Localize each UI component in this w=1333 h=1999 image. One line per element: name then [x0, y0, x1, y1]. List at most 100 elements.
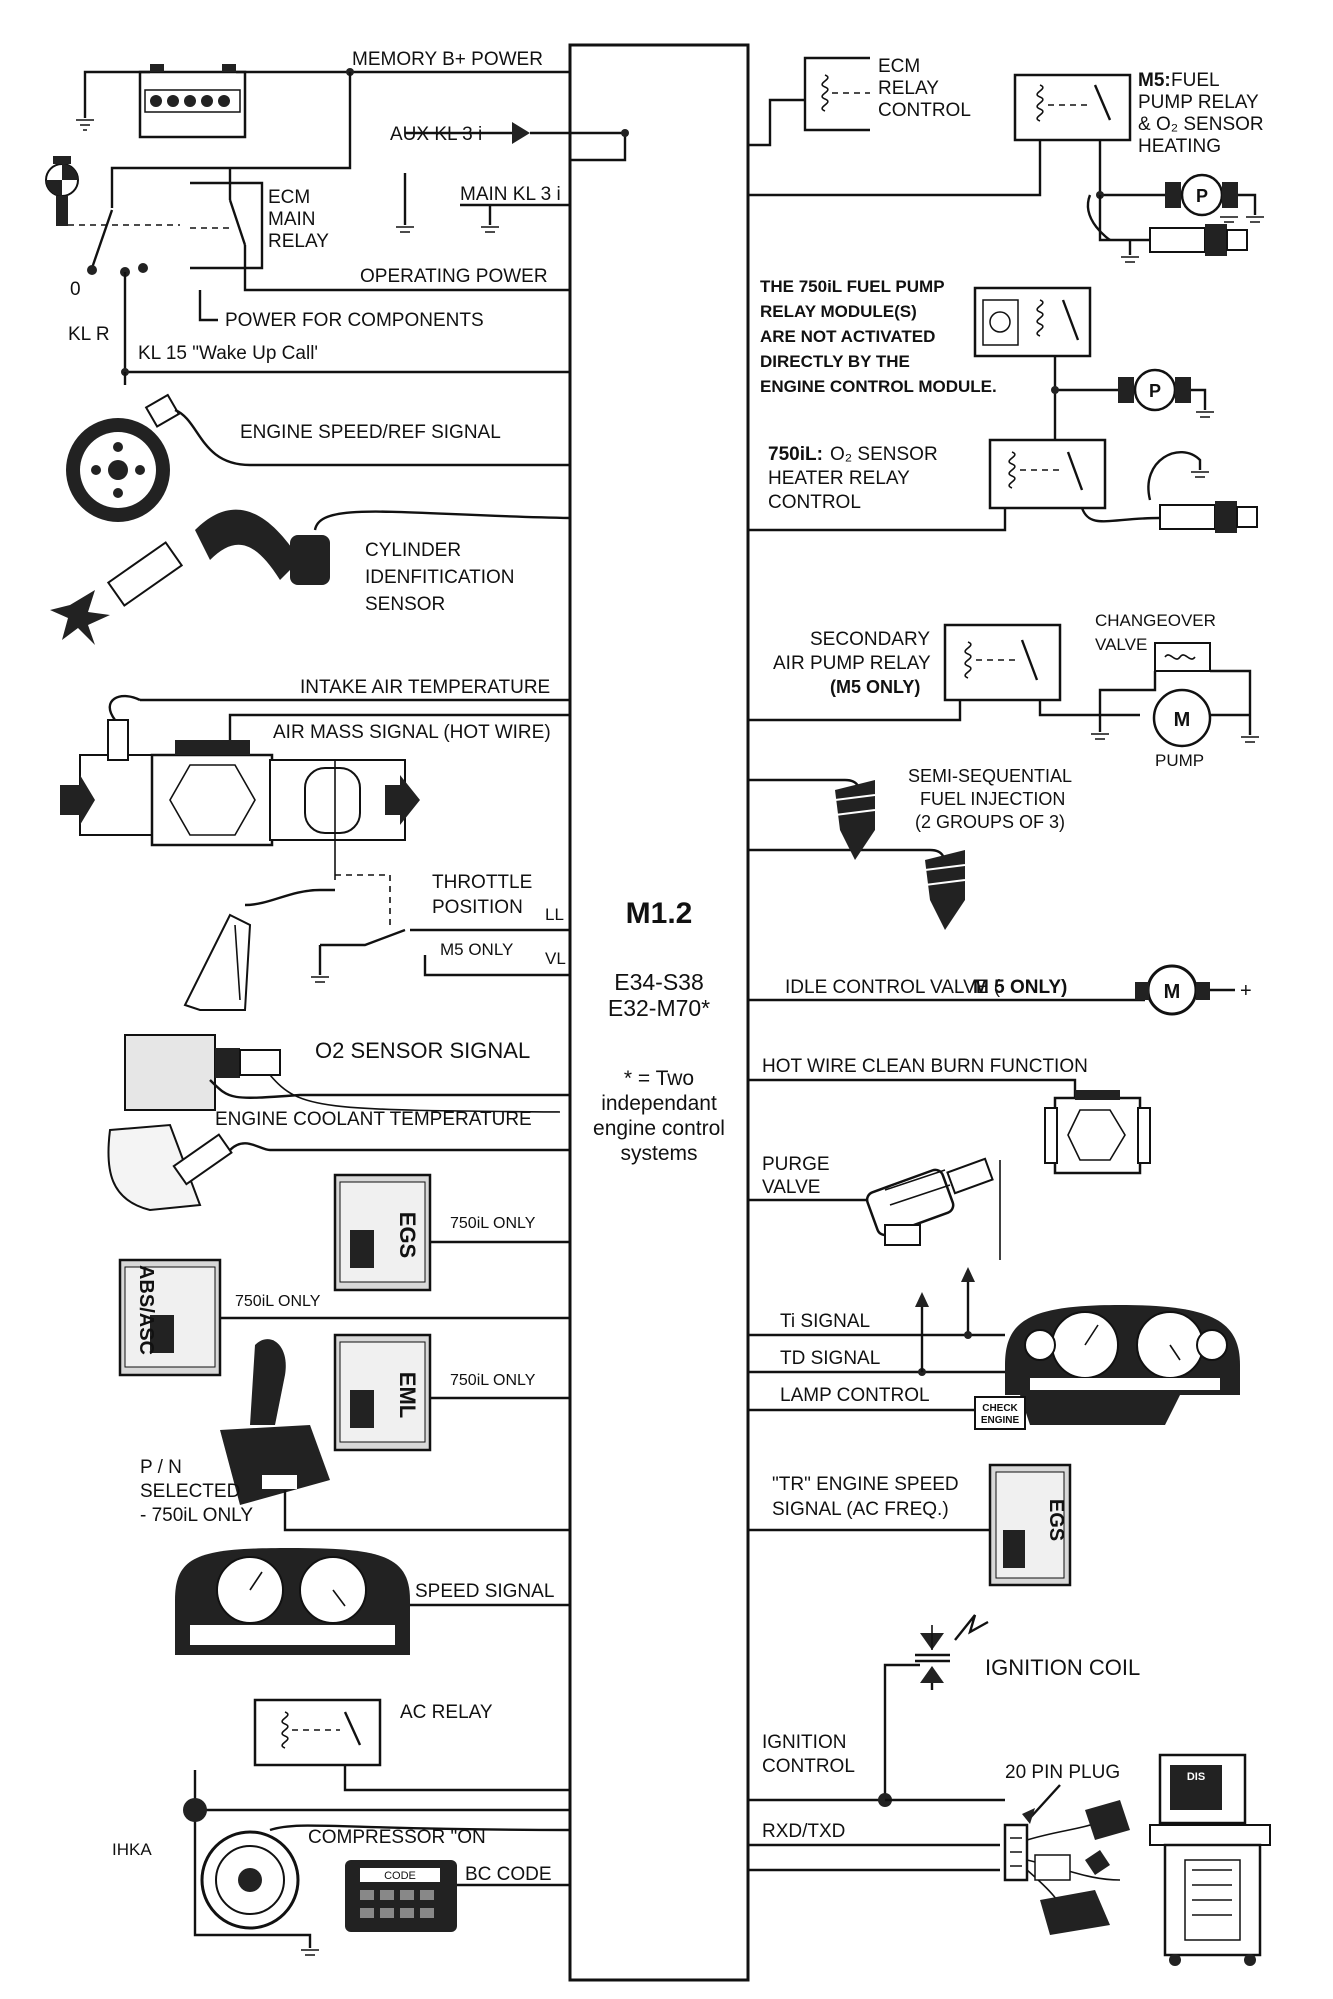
ecm-relay-label-3: CONTROL: [878, 100, 971, 121]
o2-sensor-icon: [124, 1034, 281, 1111]
fuel-pump-icon: [1165, 173, 1238, 217]
fuel-note-1: THE 750iL FUEL PUMP: [760, 277, 945, 296]
secondary-air-label-2: AIR PUMP RELAY: [773, 653, 931, 674]
check-engine-label-2: ENGINE: [981, 1415, 1020, 1426]
ecm-note-3: engine control: [593, 1117, 725, 1140]
coolant-wire: [229, 1142, 570, 1152]
egs-right-label: EGS: [1045, 1499, 1067, 1541]
purge-label-2: VALVE: [762, 1177, 820, 1198]
cyl-id-label-1: CYLINDER: [365, 540, 461, 561]
ac-relay-wire: [343, 1765, 570, 1792]
injection-label-2: FUEL INJECTION: [920, 789, 1065, 809]
compressor-wire: [269, 1824, 571, 1832]
ground-icon: [1246, 216, 1264, 223]
ecm-relay-label-1: ECM: [878, 56, 920, 77]
aux-arrow-icon: [512, 122, 530, 144]
ti-arrow-icon: [915, 1292, 929, 1307]
purge-label-1: PURGE: [762, 1154, 830, 1175]
m5-only-label: M5 ONLY: [440, 940, 513, 959]
egs-left-label: EGS: [395, 1212, 420, 1258]
o2-heater-lead-wire: [1080, 507, 1161, 523]
flywheel-sensor-icon: [66, 393, 181, 522]
ecm-note-1: * = Two: [624, 1067, 694, 1090]
injection-wire-2: [748, 848, 947, 871]
bc-code-keypad-icon: [345, 1860, 457, 1932]
operating-power-wire: [228, 168, 570, 292]
air-pump-motor-icon: [1152, 688, 1212, 748]
o2-heater-sensor-icon: [1159, 501, 1258, 533]
pin-plug-label: 20 PIN PLUG: [1005, 1762, 1120, 1783]
air-pump-motor-symbol: M: [1174, 709, 1191, 731]
750-fuel-pump-relay-icon: [973, 286, 1092, 358]
intake-air-label: INTAKE AIR TEMPERATURE: [300, 677, 550, 698]
idle-valve-motor-icon: [1135, 964, 1210, 1016]
eml-label: EML: [395, 1372, 420, 1418]
ground-icon: [1241, 736, 1259, 743]
abs-asc-label: ABS/ASC: [135, 1265, 157, 1355]
ll-label: LL: [545, 905, 564, 924]
750-fuel-pump-wire: [1053, 356, 1118, 440]
m5-fuel-pump-relay-icon: [1013, 73, 1132, 142]
fuel-pump-symbol: P: [1196, 186, 1208, 206]
hot-wire-clean-label: HOT WIRE CLEAN BURN FUNCTION: [762, 1056, 1088, 1077]
ecm-relay-icon: [803, 56, 870, 132]
junction-dot: [964, 1331, 972, 1339]
cylinder-id-wire: [313, 510, 571, 531]
ecm-note-2: independant: [601, 1092, 717, 1115]
td-signal-label: TD SIGNAL: [780, 1348, 880, 1369]
aux-kl-label: AUX KL 3 i: [390, 124, 482, 145]
switch-zero-label: 0: [70, 279, 81, 300]
air-mass-meter-icon: [60, 694, 420, 847]
kl-r-label: KL R: [68, 324, 110, 345]
secondary-air-label-3: (M5 ONLY): [830, 677, 920, 697]
m5-fuel-label-3: & O₂ SENSOR: [1138, 114, 1264, 135]
m5-fuel-label-4: HEATING: [1138, 136, 1221, 157]
aux-kl-wire: [530, 131, 627, 162]
changeover-feed: [1098, 671, 1157, 715]
purge-valve-icon: [865, 1157, 994, 1246]
ecm-relay-label-2: RELAY: [878, 78, 939, 99]
speed-signal-label: SPEED SIGNAL: [415, 1581, 554, 1602]
idle-motor-symbol: M: [1164, 981, 1181, 1003]
dis-label: DIS: [1187, 1771, 1205, 1783]
air-mass-label: AIR MASS SIGNAL (HOT WIRE): [273, 722, 551, 743]
engine-speed-label: ENGINE SPEED/REF SIGNAL: [240, 422, 501, 443]
coolant-sensor-icon: [107, 1123, 233, 1212]
ecm-title: M1.2: [626, 897, 693, 930]
ground-icon: [1091, 733, 1109, 740]
changeover-label-1: CHANGEOVER: [1095, 611, 1216, 630]
o2-heater-bold-label: 750iL:: [768, 444, 823, 465]
changeover-valve-icon: [1154, 642, 1211, 672]
secondary-air-feed-wire: [1038, 700, 1100, 717]
ground-icon: [396, 226, 414, 233]
ignition-coil-label: IGNITION COIL: [985, 1655, 1140, 1680]
o2-heater-sensor-wire: [1147, 450, 1202, 501]
ground-icon: [1191, 471, 1209, 478]
pn-label-2: SELECTED: [140, 1481, 240, 1502]
ihka-junction-dot: [183, 1798, 207, 1822]
hot-wire-sensor-icon: [1044, 1090, 1151, 1175]
compressor-label: COMPRESSOR "ON: [308, 1827, 486, 1848]
pump-label: PUMP: [1155, 751, 1204, 770]
air-pump-ground-wire: [1210, 669, 1252, 735]
egs-module-right-icon: [988, 1463, 1072, 1587]
fuel-pump-ground-wire: [1238, 193, 1257, 215]
750-fuel-pump-symbol: P: [1149, 381, 1161, 401]
ihka-label: IHKA: [112, 1840, 152, 1859]
code-label: CODE: [384, 1870, 416, 1882]
idle-control-label: IDLE CONTROL VALVE (: [785, 977, 1001, 998]
ecm-note-4: systems: [620, 1142, 697, 1165]
o2-heater-label-2: HEATER RELAY: [768, 468, 910, 489]
battery-ground-wire: [83, 70, 150, 118]
memory-power-label: MEMORY B+ POWER: [352, 49, 543, 70]
750-only-2: 750iL ONLY: [235, 1293, 321, 1310]
ground-icon: [1220, 216, 1238, 223]
cyl-id-label-2: IDENFITICATION: [365, 567, 515, 588]
junction-dot: [621, 129, 629, 137]
ignition-key-icon: [45, 156, 79, 226]
ecm-main-relay-label-1: ECM: [268, 187, 310, 208]
ground-icon: [311, 976, 329, 983]
rxd-txd-label: RXD/TXD: [762, 1821, 845, 1842]
ground-icon: [76, 119, 94, 131]
